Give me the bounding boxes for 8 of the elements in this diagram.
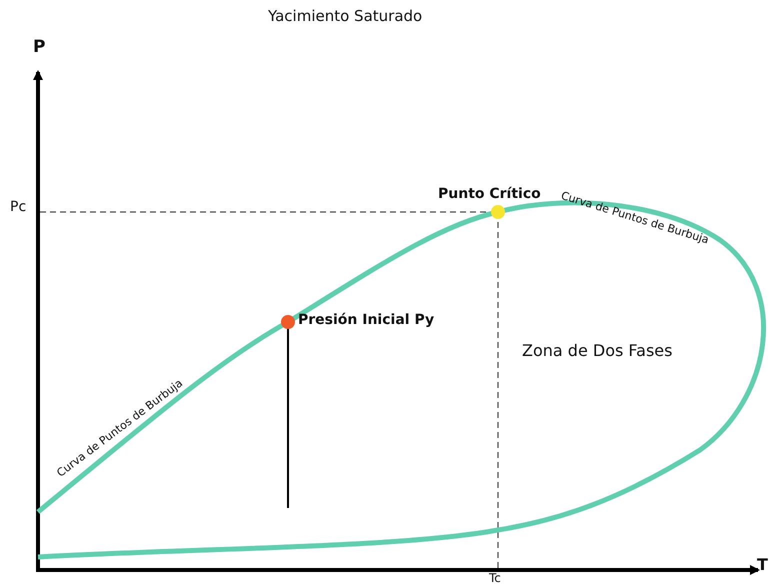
point-label: Presión Inicial Py (298, 313, 434, 328)
axis-tick-label: Tc (489, 572, 501, 585)
diagram-title: Yacimiento Saturado (268, 8, 422, 24)
axis-label: P (33, 38, 46, 57)
axis-label: T (757, 556, 768, 574)
region-label: Zona de Dos Fases (522, 342, 672, 360)
point-label: Punto Crítico (438, 187, 541, 202)
axis-tick-label: Pc (10, 200, 26, 216)
